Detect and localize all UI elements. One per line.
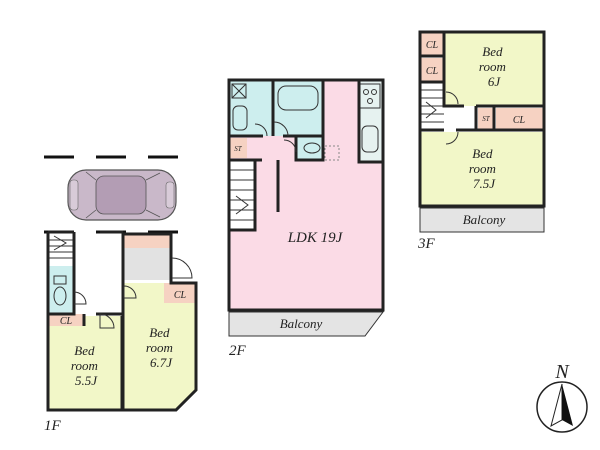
washbasin-icon [232, 105, 248, 131]
walls-2f [227, 78, 385, 312]
floor-2f-label: 2F [229, 343, 247, 359]
compass-needle-right [562, 384, 573, 426]
floor-3f-label: 3F [417, 236, 436, 252]
closet-3f-a-label: CL [426, 40, 439, 51]
floor-1f-label: 1F [44, 418, 62, 434]
balcony-3f-fill [420, 208, 544, 232]
sink-icon [361, 125, 379, 153]
walls-3f [418, 30, 546, 208]
balcony-2f-label: Balcony [280, 316, 323, 331]
kitchen-counter-fill [359, 80, 383, 162]
floor-1f: CL CL Bed room 5.5J Bed room 6.7J 1F [44, 230, 198, 434]
storage-3f-label: ST [482, 115, 491, 123]
storage-3f-fill [478, 108, 494, 130]
bedroom-5-5-label: Bed room 5.5J [71, 343, 101, 388]
closet-3f-c-fill [496, 108, 544, 130]
floor-2f: ST LDK 19J Balcony 2F [227, 78, 385, 359]
balcony-2f-fill [229, 312, 383, 336]
compass: N [536, 361, 588, 433]
washroom-fill [229, 80, 273, 136]
car-icon [67, 169, 177, 221]
toilet-2f-fill [296, 136, 323, 160]
storage-2f-fill [229, 138, 247, 158]
balcony-3f-label: Balcony [463, 212, 506, 227]
closet-3f-a-fill [420, 32, 444, 56]
bedroom-7-5-fill [420, 132, 544, 206]
floor-3f: CL CL CL ST Bed room 6J Bed room 7.5J Ba… [417, 30, 546, 252]
walls-1f [46, 230, 198, 412]
closet-1f-b-fill [164, 283, 196, 303]
stairs-3f [420, 89, 444, 123]
bedroom-5-5-fill [48, 316, 122, 410]
toilet-icon [53, 286, 67, 306]
stairs-1f [48, 235, 74, 259]
closet-3f-b-label: CL [426, 66, 439, 77]
closet-3f-c-label: CL [513, 115, 526, 126]
closet-3f-b-fill [420, 58, 444, 82]
stairs-2f-fill [229, 160, 255, 230]
closet-1f-b-label: CL [174, 290, 187, 301]
toilet-1f-fill [48, 266, 74, 314]
stairs-2f [229, 169, 255, 221]
ldk-label: LDK 19J [287, 230, 344, 246]
bathtub-icon [277, 85, 319, 111]
entrance-fill [123, 248, 171, 280]
toilet-2f-icon [303, 142, 321, 154]
parking-area [44, 155, 200, 234]
bedroom-6-label: Bed room 6J [479, 44, 509, 89]
bedroom-6-7-fill [123, 283, 196, 410]
bedroom-7-5-label: Bed room 7.5J [469, 146, 499, 191]
closet-1f-a-label: CL [60, 316, 73, 327]
compass-north-label: N [554, 361, 570, 383]
bedroom-6-fill [444, 32, 544, 106]
closet-1f-a-fill [48, 314, 84, 326]
bedroom-6-7-label: Bed room 6.7J [146, 325, 176, 370]
storage-2f-label: ST [234, 145, 243, 153]
shoe-cabinet-fill [123, 234, 171, 248]
